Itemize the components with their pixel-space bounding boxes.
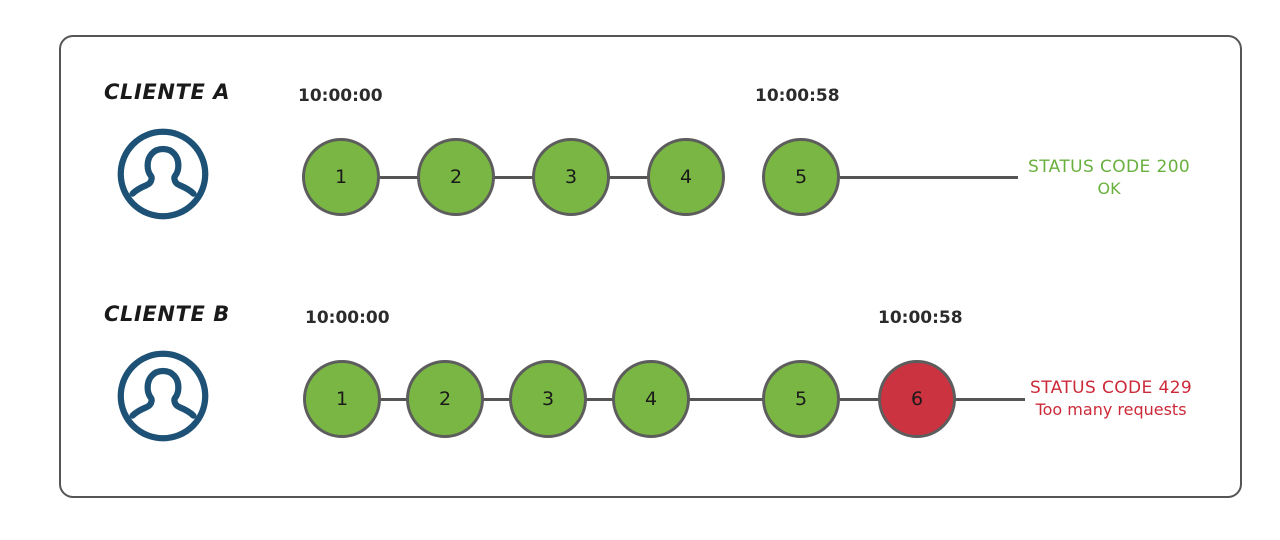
timestamp-start-b: 10:00:00 (305, 308, 390, 328)
timestamp-start-a: 10:00:00 (298, 86, 383, 106)
status-badge-a: STATUS CODE 200 OK (1028, 157, 1190, 199)
request-node[interactable]: 5 (762, 138, 840, 216)
timestamp-end-a: 10:00:58 (755, 86, 840, 106)
status-message-text: Too many requests (1035, 399, 1187, 419)
connector-line (840, 398, 898, 401)
connector-line-tail (840, 176, 1018, 179)
client-label-a: CLIENTE A (104, 80, 231, 104)
status-code-text: STATUS CODE 429 (1030, 378, 1193, 398)
request-node[interactable]: 3 (532, 138, 610, 216)
connector-line-tail (955, 398, 1025, 401)
status-code-text: STATUS CODE 200 (1028, 157, 1191, 177)
request-node[interactable]: 1 (302, 138, 380, 216)
client-label-b: CLIENTE B (104, 302, 230, 326)
request-node[interactable]: 1 (303, 360, 381, 438)
user-avatar-icon (115, 126, 211, 222)
status-message-text: OK (1097, 178, 1121, 198)
request-node-error[interactable]: 6 (878, 360, 956, 438)
timestamp-end-b: 10:00:58 (878, 308, 963, 328)
request-node[interactable]: 2 (417, 138, 495, 216)
request-node[interactable]: 5 (762, 360, 840, 438)
request-node[interactable]: 2 (406, 360, 484, 438)
request-node[interactable]: 4 (612, 360, 690, 438)
request-node[interactable]: 4 (647, 138, 725, 216)
request-node[interactable]: 3 (509, 360, 587, 438)
user-avatar-icon (115, 348, 211, 444)
status-badge-b: STATUS CODE 429 Too many requests (1030, 378, 1192, 420)
